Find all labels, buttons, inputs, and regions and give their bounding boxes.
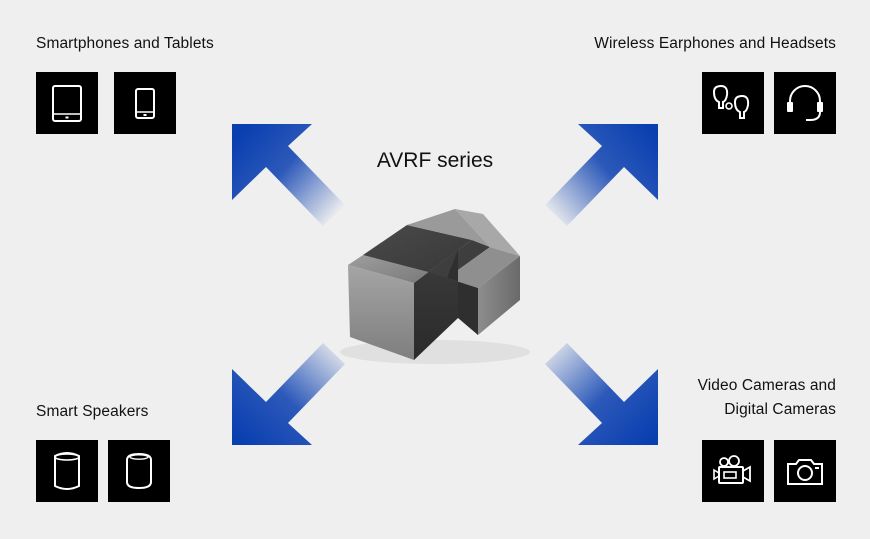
chip-component [340,209,530,364]
arrow-top-right [545,124,658,226]
series-title: AVRF series [376,149,494,172]
smart-speaker-cylinder-icon [36,440,98,502]
tablet-icon [36,72,98,134]
icon-group-bottom-right [702,440,836,502]
headset-icon [774,72,836,134]
label-cameras-line1: Video Cameras and [697,377,836,394]
arrow-bottom-left [232,343,345,445]
arrow-bottom-right [545,343,658,445]
arrow-top-left [232,124,345,226]
label-cameras: Video Cameras and Digital Cameras [698,374,836,422]
smart-speaker-rounded-icon [108,440,170,502]
smartphone-icon [114,72,176,134]
video-camera-icon [702,440,764,502]
digital-camera-icon [774,440,836,502]
icon-group-top-right [702,72,836,134]
icon-group-top-left [36,72,176,134]
label-earphones-headsets: Wireless Earphones and Headsets [594,35,836,52]
label-smart-speakers: Smart Speakers [36,403,149,420]
label-smartphones-tablets: Smartphones and Tablets [36,35,214,52]
earphones-icon [702,72,764,134]
label-cameras-line2: Digital Cameras [724,401,836,418]
icon-group-bottom-left [36,440,170,502]
